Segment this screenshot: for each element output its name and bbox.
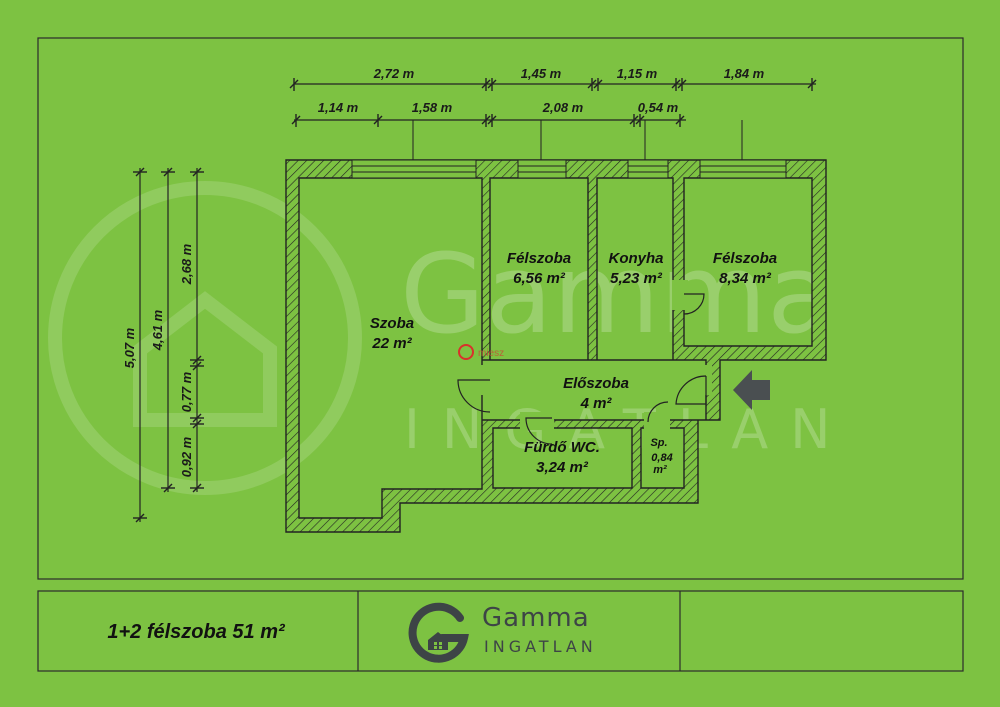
dim-left-2: 4,61 m [150, 309, 165, 351]
dim-top-8: 0,54 m [638, 100, 679, 115]
top-dimension-lines [289, 78, 817, 160]
dim-top-7: 2,08 m [542, 100, 584, 115]
left-dimension-lines [133, 167, 204, 523]
room-felszoba1-name: Félszoba [507, 250, 571, 267]
room-furdo-area: 3,24 m² [536, 459, 589, 476]
brand-name: Gamma [482, 603, 590, 633]
watermark: Gamma INGATLAN [48, 181, 853, 495]
room-szoba-name: Szoba [370, 315, 414, 332]
stamp-logo: miesz [458, 344, 504, 360]
footer-frame [37, 590, 964, 672]
dim-left-4: 0,77 m [179, 371, 194, 412]
plan-frame [37, 37, 964, 580]
dim-top-4: 1,84 m [724, 66, 765, 81]
dim-top-2: 1,45 m [521, 66, 562, 81]
dim-top-6: 1,58 m [412, 100, 453, 115]
room-eloszoba-name: Előszoba [563, 375, 629, 392]
room-furdo-name: Fürdő WC. [524, 439, 600, 456]
room-konyha-area: 5,23 m² [610, 270, 663, 287]
room-eloszoba-area: 4 m² [580, 395, 613, 412]
room-sp-area: 0,84 [651, 452, 672, 464]
gamma-house-logo-icon [408, 602, 469, 663]
room-sp-unit: m² [653, 464, 667, 476]
dim-top-3: 1,15 m [617, 66, 658, 81]
watermark-name: Gamma [400, 230, 834, 358]
stamp-text: miesz [478, 348, 504, 359]
room-felszoba2-name: Félszoba [713, 250, 777, 267]
dim-left-3: 2,68 m [179, 243, 194, 285]
room-szoba-area: 22 m² [371, 335, 412, 352]
dim-top-1: 2,72 m [373, 66, 415, 81]
dim-top-5: 1,14 m [318, 100, 359, 115]
room-sp-name: Sp. [650, 437, 667, 449]
outer-wall [285, 159, 827, 533]
brand-sub: INGATLAN [484, 637, 597, 656]
room-felszoba1-area: 6,56 m² [513, 270, 566, 287]
room-konyha-name: Konyha [608, 250, 663, 267]
dim-left-1: 5,07 m [122, 327, 137, 368]
entrance-arrow-icon [733, 370, 770, 410]
windows [351, 159, 787, 179]
room-felszoba2-area: 8,34 m² [719, 270, 772, 287]
watermark-sub: INGATLAN [404, 398, 853, 461]
floor-plan-summary: 1+2 félszoba 51 m² [107, 621, 286, 643]
dim-left-5: 0,92 m [179, 436, 194, 477]
doors [457, 280, 712, 445]
